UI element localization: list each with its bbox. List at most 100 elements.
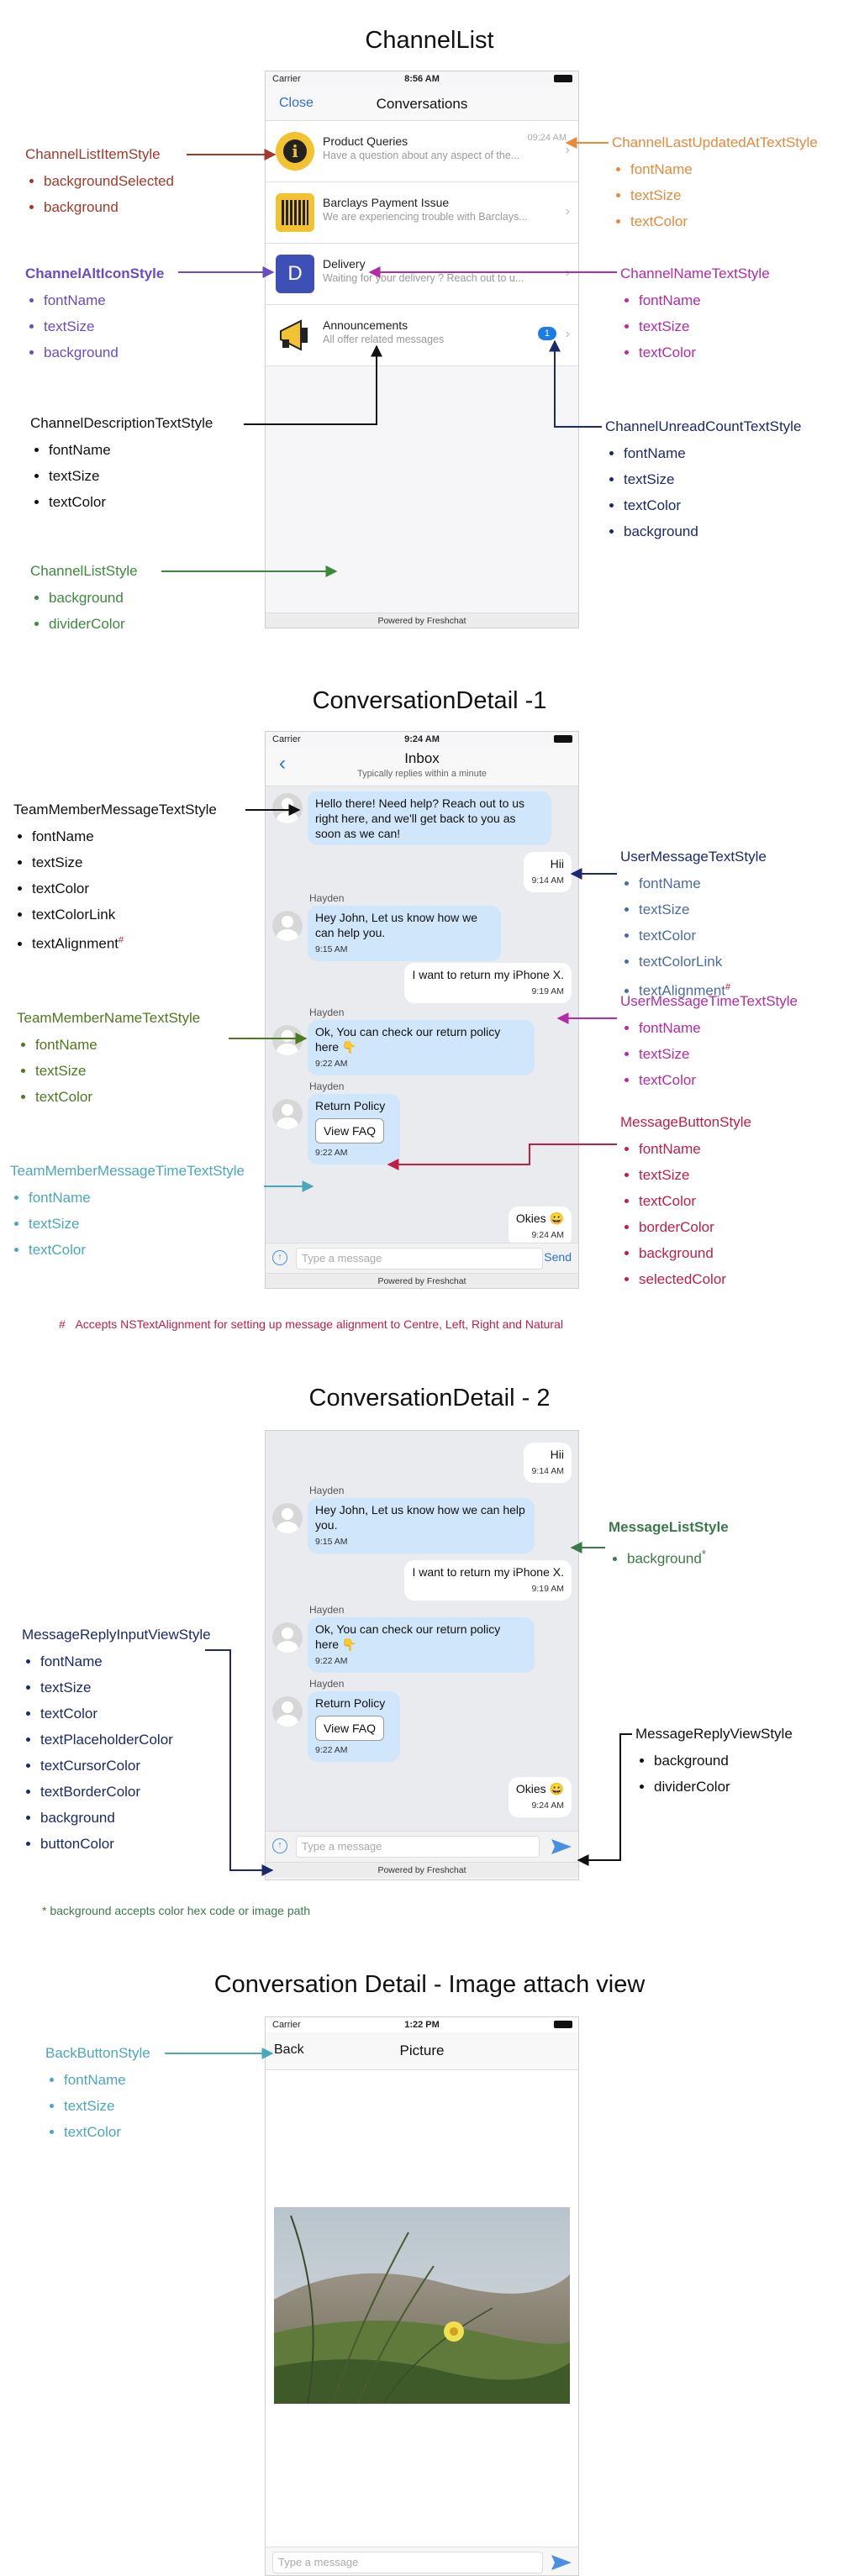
carrier-label: Carrier: [272, 2020, 301, 2030]
team-member-message: Hey John, Let us know how we can help yo…: [308, 1498, 535, 1553]
ann-back-button-style: BackButtonStyle fontNametextSizetextColo…: [45, 2045, 150, 2145]
message-input[interactable]: Type a message: [296, 1836, 540, 1858]
message-input[interactable]: Type a message: [272, 2552, 543, 2573]
ann-channel-list-style: ChannelListStyle backgrounddividerColor: [30, 563, 138, 637]
ann-message-reply-view-style: MessageReplyViewStyle backgrounddividerC…: [635, 1726, 793, 1800]
status-time: 8:56 AM: [404, 74, 440, 84]
message-list: Hello there! Need help? Reach out to us …: [266, 786, 578, 1255]
status-bar: Carrier 8:56 AM: [266, 71, 578, 87]
team-member-name: Hayden: [309, 1604, 345, 1616]
team-member-name: Hayden: [309, 1080, 345, 1092]
channel-name: Announcements: [323, 318, 408, 332]
powered-by: Powered by Freshchat: [266, 612, 578, 628]
channel-row-barclays[interactable]: Barclays Payment Issue We are experienci…: [266, 182, 578, 244]
view-faq-button[interactable]: View FAQ: [315, 1716, 384, 1741]
chevron-right-icon: ›: [565, 204, 570, 218]
carrier-label: Carrier: [272, 74, 301, 84]
nav-subtitle: Typically replies within a minute: [356, 769, 487, 779]
conversation-detail-phone-1: Carrier 9:24 AM ‹ Inbox Typically replie…: [265, 731, 579, 1289]
ann-unread-count-style: ChannelUnreadCountTextStyle fontNametext…: [605, 418, 801, 544]
nav-title: Inbox: [404, 750, 440, 766]
channel-row-announcements[interactable]: Announcements All offer related messages…: [266, 305, 578, 366]
status-time: 1:22 PM: [404, 2020, 440, 2030]
note-alignment: # Accepts NSTextAlignment for setting up…: [59, 1317, 563, 1331]
avatar: [272, 1503, 303, 1533]
team-member-message: Hey John, Let us know how we can help yo…: [308, 906, 501, 961]
ann-channel-list-item-style: ChannelListItemStyle backgroundSelectedb…: [25, 146, 174, 220]
ann-last-updated-style: ChannelLastUpdatedAtTextStyle fontNamete…: [612, 134, 818, 234]
attach-icon[interactable]: ↑: [272, 1250, 287, 1265]
user-message-time: 9:14 AM: [531, 875, 564, 886]
team-member-name: Hayden: [309, 1485, 345, 1496]
carrier-label: Carrier: [272, 734, 301, 744]
ann-message-reply-input-style: MessageReplyInputViewStyle fontNametextS…: [22, 1627, 211, 1857]
status-bar: Carrier 9:24 AM: [266, 732, 578, 747]
team-member-message: Return Policy View FAQ 9:22 AM: [308, 1691, 400, 1762]
channel-row-product-queries[interactable]: i Product Queries Have a question about …: [266, 121, 578, 182]
close-button[interactable]: Close: [279, 96, 314, 110]
send-button[interactable]: Send: [544, 1250, 572, 1264]
team-member-message: Hello there! Need help? Reach out to us …: [308, 791, 551, 845]
ann-channel-name-style: ChannelNameTextStyle fontNametextSizetex…: [620, 265, 770, 365]
channel-list-phone: Carrier 8:56 AM Close Conversations i Pr…: [265, 71, 579, 628]
image-attach-phone: Carrier 1:22 PM Back Picture Type a mess…: [265, 2016, 579, 2576]
user-message-time: 9:19 AM: [531, 986, 564, 996]
avatar: [272, 1025, 303, 1055]
view-faq-button[interactable]: View FAQ: [315, 1118, 384, 1143]
ann-user-message-style: UserMessageTextStyle fontNametextSizetex…: [620, 849, 767, 1004]
battery-icon: [554, 2021, 572, 2028]
channel-name: Barclays Payment Issue: [323, 196, 450, 209]
team-member-message: Ok, You can check our return policy here…: [308, 1020, 535, 1075]
team-member-message: Return Policy View FAQ 9:22 AM: [308, 1094, 400, 1164]
ann-team-member-name-style: TeamMemberNameTextStyle fontNametextSize…: [17, 1010, 200, 1110]
attached-image: [274, 2207, 570, 2404]
unread-badge: 1: [537, 327, 556, 340]
nav-title: Picture: [399, 2042, 445, 2058]
user-message: I want to return my iPhone X.9:19 AM: [404, 963, 572, 1003]
send-icon[interactable]: [550, 2553, 573, 2572]
user-message: Okies 😀9:24 AM: [508, 1777, 572, 1817]
team-member-name: Hayden: [309, 1678, 345, 1690]
nav-title: Conversations: [376, 96, 468, 112]
powered-by: Powered by Freshchat: [266, 1273, 578, 1288]
nav-bar: Close Conversations: [266, 87, 578, 121]
send-icon[interactable]: [550, 1837, 573, 1856]
user-message: I want to return my iPhone X.9:19 AM: [404, 1560, 572, 1601]
attach-icon[interactable]: ↑: [272, 1838, 287, 1853]
channel-row-delivery[interactable]: D Delivery Waiting for your delivery ? R…: [266, 244, 578, 305]
channel-name: Delivery: [323, 257, 366, 271]
section-title-detail2: ConversationDetail - 2: [308, 1385, 551, 1412]
ann-message-button-style: MessageButtonStyle fontNametextSizetextC…: [620, 1114, 751, 1292]
barcode-icon: [276, 193, 314, 232]
message-reply-view: ↑ Type a message: [266, 1831, 578, 1862]
avatar: [272, 1622, 303, 1653]
ann-user-message-time-style: UserMessageTimeTextStyle fontNametextSiz…: [620, 993, 798, 1093]
channel-last-updated: 09:24 AM: [527, 133, 567, 143]
chevron-right-icon: ›: [565, 143, 570, 157]
ann-team-member-message-style: TeamMemberMessageTextStyle fontNametextS…: [13, 802, 217, 957]
back-button[interactable]: Back: [274, 2042, 304, 2057]
message-reply-view: Type a message: [266, 2547, 578, 2575]
battery-icon: [554, 735, 572, 743]
nav-bar: Back Picture: [266, 2032, 578, 2070]
team-member-name: Hayden: [309, 1007, 345, 1018]
avatar: [272, 911, 303, 941]
avatar: [272, 1099, 303, 1129]
message-input[interactable]: Type a message: [296, 1248, 543, 1270]
battery-icon: [554, 75, 572, 82]
nav-bar: ‹ Inbox Typically replies within a minut…: [266, 747, 578, 786]
channel-name: Product Queries: [323, 134, 408, 148]
team-member-message: Ok, You can check our return policy here…: [308, 1617, 535, 1673]
ann-alt-icon-style: ChannelAltIconStyle fontNametextSizeback…: [25, 265, 164, 365]
avatar: [272, 1696, 303, 1727]
message-reply-view: ↑ Type a message Send: [266, 1243, 578, 1274]
alt-icon-letter: D: [276, 255, 314, 293]
back-chevron-icon[interactable]: ‹: [279, 752, 286, 775]
section-title-detail1: ConversationDetail -1: [312, 687, 547, 714]
user-message: Okies 😀9:24 AM: [508, 1207, 572, 1247]
